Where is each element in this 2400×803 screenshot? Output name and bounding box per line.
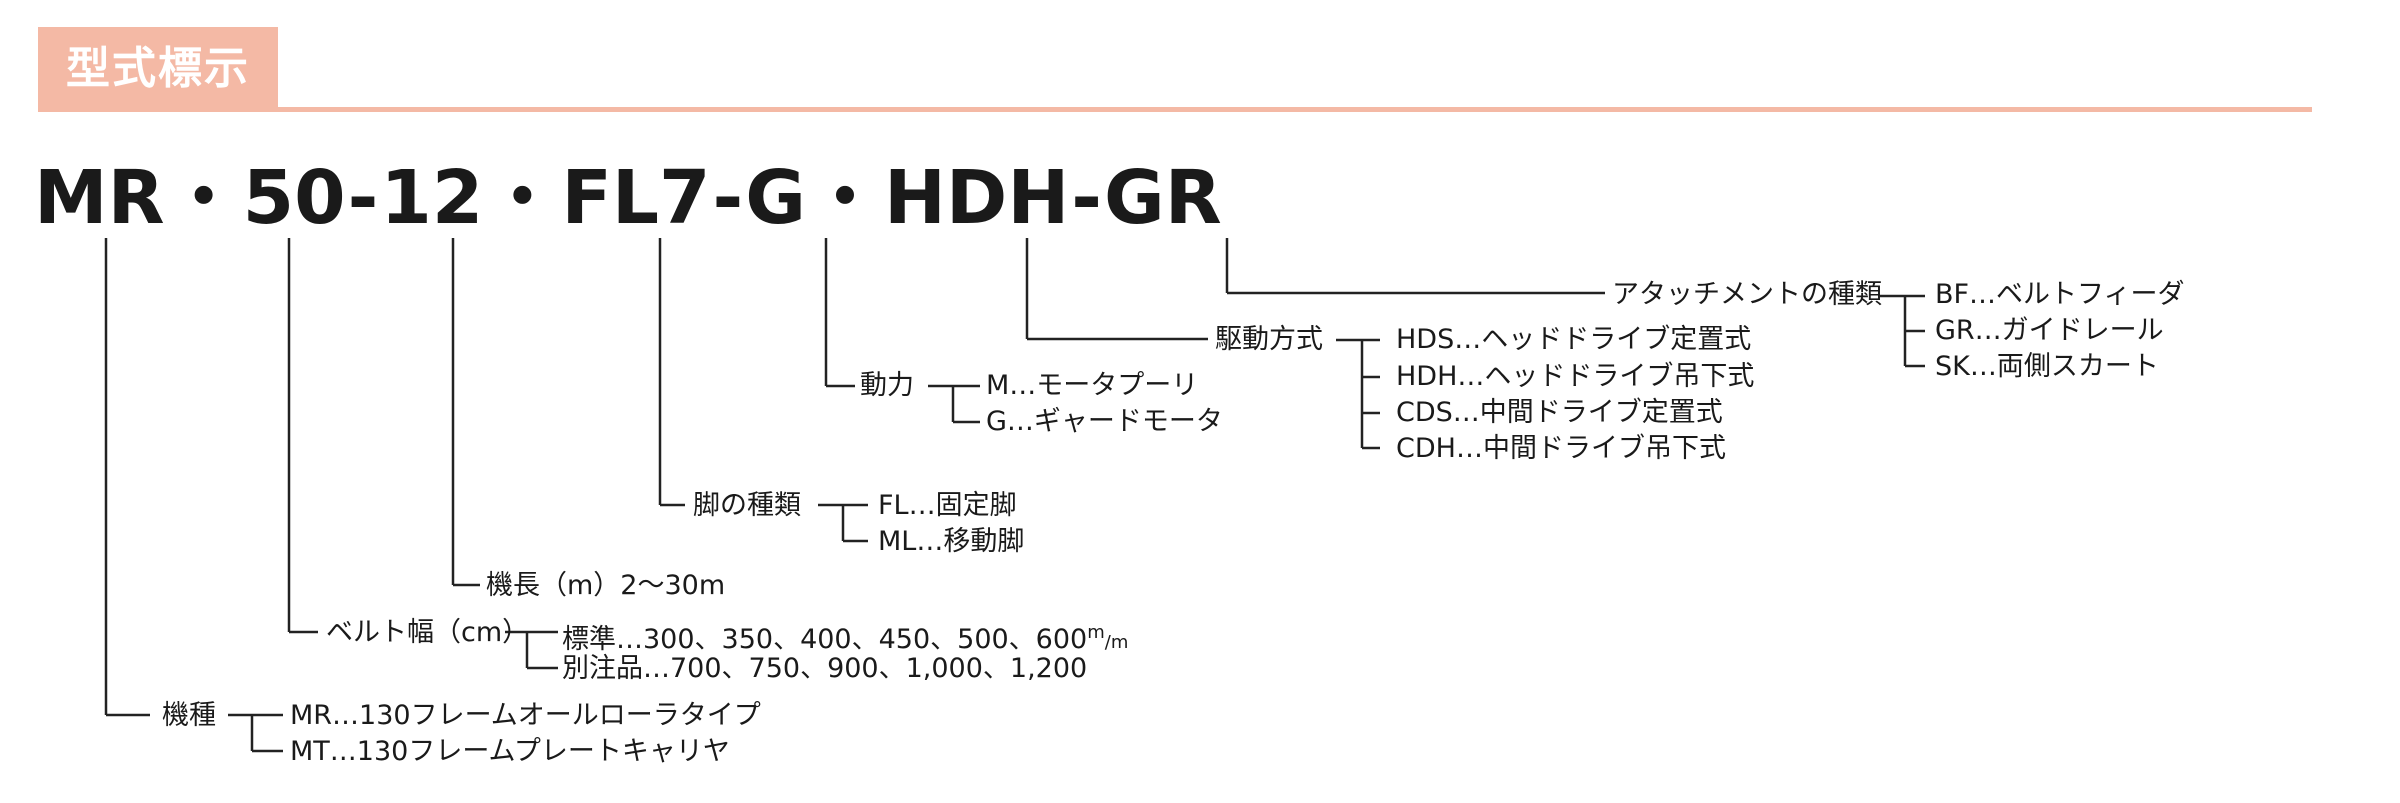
length-label: 機長（m）2〜30m (486, 570, 726, 601)
drive-label: 駆動方式 (1215, 324, 1323, 355)
code-segment-drive: HDH (883, 155, 1070, 241)
attachment-option: BF…ベルトフィーダ (1935, 279, 2185, 310)
model-label: 機種 (162, 700, 216, 731)
code-separator: ・ (485, 155, 560, 241)
attachment-label: アタッチメントの種類 (1612, 279, 1882, 310)
code-separator: ・ (166, 155, 241, 241)
unit-denominator: m (1110, 632, 1129, 653)
code-segment-model: MR (34, 155, 165, 241)
code-segment-power: G (745, 155, 806, 241)
power-label: 動力 (860, 370, 914, 401)
belt-width-standard: 標準…300、350、400、450、500、600m/m (562, 616, 1128, 660)
belt-width-standard-values: 標準…300、350、400、450、500、600 (562, 624, 1088, 655)
unit-numerator: m (1087, 622, 1105, 643)
leg-label: 脚の種類 (693, 490, 801, 521)
code-segment-belt-width: 50 (242, 155, 346, 241)
model-code: MR・50-12・FL7-G・HDH-GR (34, 148, 1222, 248)
drive-option: CDH…中間ドライブ吊下式 (1396, 433, 1726, 464)
code-separator: ・ (807, 155, 882, 241)
drive-option: CDS…中間ドライブ定置式 (1396, 397, 1723, 428)
code-separator: - (712, 155, 744, 241)
unit-slash: / (1104, 632, 1111, 653)
power-option: G…ギャードモータ (986, 406, 1223, 437)
code-segment-length: 12 (380, 155, 484, 241)
header-divider (38, 107, 2312, 112)
belt-width-custom: 別注品…700、750、900、1,000、1,200 (562, 653, 1088, 684)
section-title: 型式標示 (38, 27, 278, 110)
attachment-option: GR…ガイドレール (1935, 315, 2164, 346)
power-option: M…モータプーリ (986, 370, 1199, 401)
leg-option: FL…固定脚 (878, 490, 1017, 521)
belt-width-label: ベルト幅（cm） (326, 617, 530, 648)
attachment-option: SK…両側スカート (1935, 351, 2159, 382)
model-option: MT…130フレームプレートキャリヤ (290, 736, 730, 767)
drive-option: HDH…ヘッドドライブ吊下式 (1396, 361, 1755, 392)
code-segment-attachment: GR (1104, 155, 1222, 241)
model-option: MR…130フレームオールローラタイプ (290, 700, 761, 731)
code-segment-leg: FL7 (561, 155, 711, 241)
code-separator: - (1071, 155, 1102, 241)
code-separator: - (347, 155, 379, 241)
drive-option: HDS…ヘッドドライブ定置式 (1396, 324, 1752, 355)
leg-option: ML…移動脚 (878, 526, 1025, 557)
